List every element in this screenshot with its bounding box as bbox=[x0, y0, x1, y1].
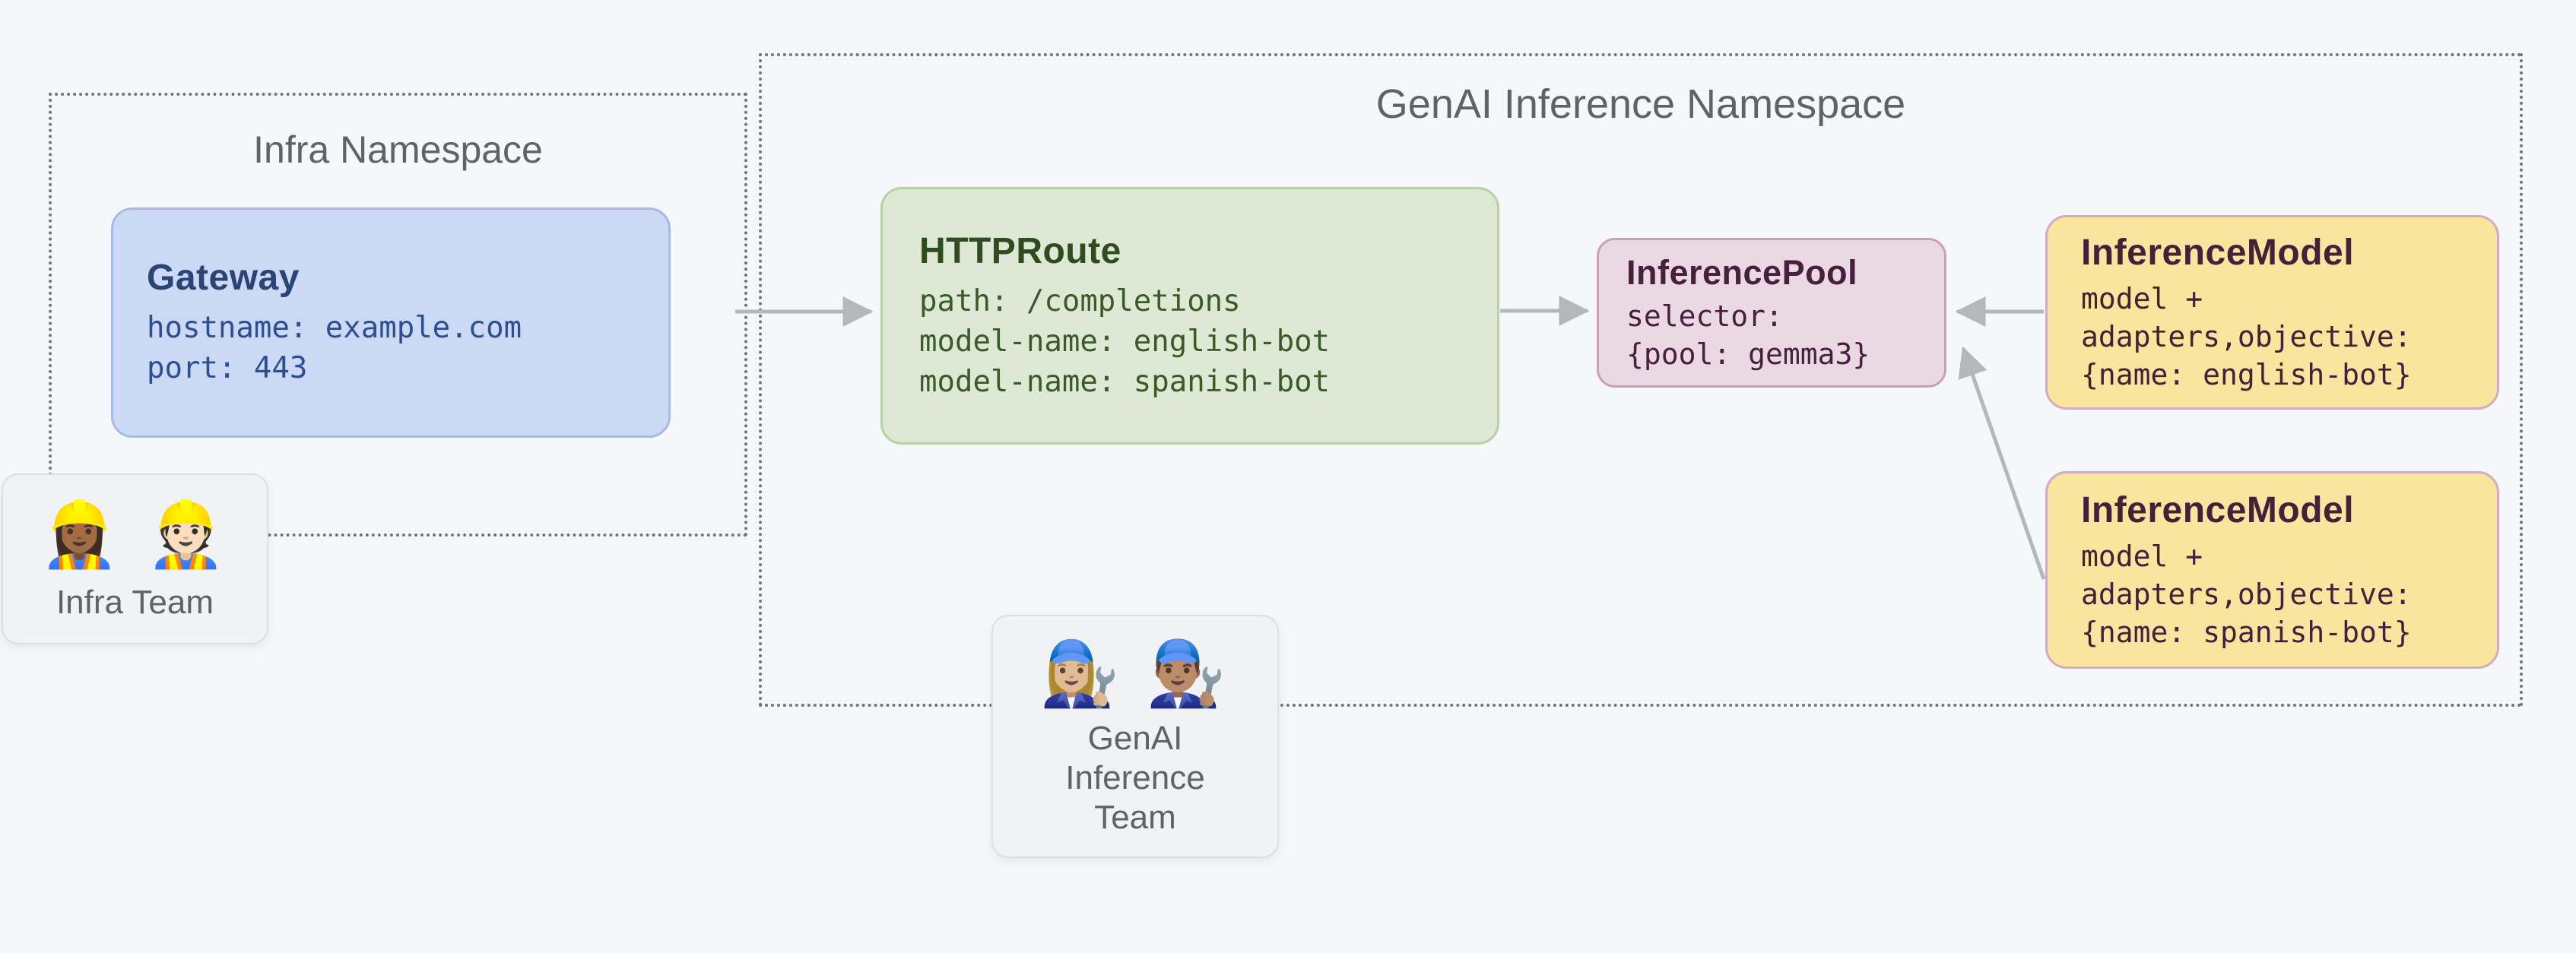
mechanics-icon: 👩🏼‍🔧 👨🏽‍🔧 bbox=[1039, 638, 1231, 709]
inference-pool-pool-line: {pool: gemma3} bbox=[1626, 337, 1870, 371]
inference-model-english-line-1: model + bbox=[2081, 281, 2203, 315]
genai-inference-team-card: 👩🏼‍🔧 👨🏽‍🔧 GenAI Inference Team bbox=[991, 615, 1279, 858]
gateway-node: Gateway hostname: example.com port: 443 bbox=[111, 207, 671, 438]
genai-team-label-line-2: Inference bbox=[1065, 759, 1205, 796]
httproute-model-english-line: model-name: english-bot bbox=[919, 324, 1331, 359]
genai-team-label-line-1: GenAI bbox=[1087, 720, 1183, 757]
inference-pool-selector-line: selector: bbox=[1626, 299, 1783, 333]
genai-team-label-line-3: Team bbox=[1094, 799, 1176, 836]
inference-model-english-title: InferenceModel bbox=[2081, 232, 2355, 273]
inference-model-english-line-2: adapters,objective: bbox=[2081, 319, 2412, 353]
inference-model-spanish-title: InferenceModel bbox=[2081, 489, 2355, 530]
construction-workers-icon: 👷🏾‍♀️ 👷🏻 bbox=[40, 498, 230, 570]
genai-namespace-title: GenAI Inference Namespace bbox=[1375, 81, 1906, 127]
genai-team-label: GenAI Inference Team bbox=[1065, 719, 1204, 837]
gateway-title: Gateway bbox=[147, 258, 300, 298]
inference-model-spanish-node: InferenceModel model + adapters,objectiv… bbox=[2045, 471, 2499, 669]
infra-namespace-title: Infra Namespace bbox=[253, 128, 543, 171]
httproute-path-line: path: /completions bbox=[919, 283, 1241, 318]
gateway-hostname-line: hostname: example.com bbox=[147, 311, 522, 345]
genai-namespace-box: GenAI Inference Namespace bbox=[759, 53, 2523, 707]
httproute-node: HTTPRoute path: /completions model-name:… bbox=[880, 187, 1499, 445]
inference-model-spanish-line-3: {name: spanish-bot} bbox=[2081, 615, 2412, 649]
inference-model-english-node: InferenceModel model + adapters,objectiv… bbox=[2045, 215, 2499, 410]
httproute-model-spanish-line: model-name: spanish-bot bbox=[919, 364, 1331, 399]
inference-pool-title: InferencePool bbox=[1626, 252, 1858, 292]
infra-namespace-box: Infra Namespace bbox=[49, 93, 747, 537]
gateway-port-line: port: 443 bbox=[147, 351, 308, 385]
inference-model-english-line-3: {name: english-bot} bbox=[2081, 357, 2412, 391]
inference-model-spanish-line-2: adapters,objective: bbox=[2081, 577, 2412, 611]
httproute-title: HTTPRoute bbox=[919, 230, 1121, 271]
inference-model-spanish-line-1: model + bbox=[2081, 539, 2203, 573]
infra-team-label: Infra Team bbox=[56, 583, 214, 621]
inference-pool-node: InferencePool selector: {pool: gemma3} bbox=[1597, 238, 1946, 388]
infra-team-card: 👷🏾‍♀️ 👷🏻 Infra Team bbox=[2, 473, 268, 644]
